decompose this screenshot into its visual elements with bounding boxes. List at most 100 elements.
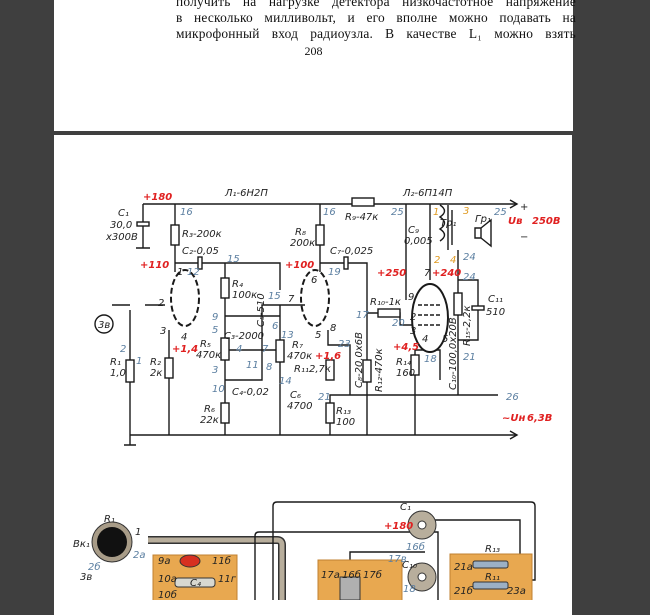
resistor-r9 [351, 197, 375, 207]
schematic-label: R₈ [295, 227, 306, 238]
schematic-label: R₁₁ [485, 572, 500, 583]
schematic-label: C₈-20,0x6В [354, 332, 365, 388]
schematic-label: 1 [135, 527, 141, 538]
resistor-r5 [220, 337, 230, 361]
resistor-r7 [275, 339, 285, 363]
schematic-label: 24 [463, 272, 476, 283]
speaker-icon [474, 218, 492, 248]
schematic-label: R₁₃ [485, 544, 500, 555]
schematic-label: 18 [403, 584, 416, 595]
schematic-label: Вк₁ [73, 539, 90, 550]
schematic-label: 17 [356, 310, 369, 321]
page-number: 208 [304, 44, 323, 58]
schematic-label: 23 [338, 339, 351, 350]
schematic-label: − [520, 232, 528, 243]
tube-l1b [300, 269, 330, 327]
schematic-label: 13 [281, 330, 294, 341]
schematic-label: R₆ [204, 404, 215, 415]
input-jack-icon [94, 314, 114, 334]
schematic-label: C₇-0,025 [330, 246, 373, 257]
schematic-label: +1,6 [315, 351, 341, 362]
schematic-label: C₁ [118, 208, 129, 219]
schematic-label: 470к [287, 351, 312, 362]
schematic-label: 25 [494, 207, 507, 218]
resistor-r2 [164, 357, 174, 379]
schematic-label: C₆ [290, 390, 301, 401]
resistor-r11 [325, 359, 335, 381]
schematic-label: 25 [391, 207, 404, 218]
schematic-label: 23а [507, 586, 526, 597]
schematic-label: R₁₃ [336, 406, 351, 417]
schematic-label: +100 [285, 260, 314, 271]
schematic-label: C₉ [408, 225, 419, 236]
resistor-r13-part [472, 560, 509, 569]
schematic-label: 11г [218, 574, 237, 585]
schematic-label: 7 [262, 344, 269, 355]
schematic-label: 2б [88, 561, 101, 573]
schematic-label: Тр₁ [440, 218, 456, 229]
schematic-label: 1 [177, 267, 183, 278]
schematic-label: 16 [180, 207, 193, 218]
schematic-label: 30,0 [110, 220, 132, 231]
schematic-label: 17б [363, 569, 382, 581]
schematic-label: 3 [463, 206, 469, 217]
schematic-label: 11б [212, 555, 231, 567]
schematic-label: 21 [463, 352, 476, 363]
schematic-label: 3 [160, 326, 166, 337]
schematic-label: 4 [236, 344, 242, 355]
schematic-label: 15 [268, 291, 281, 302]
schematic-label: R₁ [104, 514, 115, 525]
resistor-r4 [220, 277, 230, 299]
book-page-schematic [54, 135, 572, 615]
schematic-label: 100к [232, 290, 257, 301]
schematic-label: R₁₂-470к [374, 348, 385, 392]
text-line: в несколько милливольт, и его вполне мож… [176, 10, 576, 25]
schematic-label: 16б [342, 569, 361, 581]
schematic-label: 250В [532, 216, 561, 227]
schematic-label: 2а [133, 550, 146, 561]
schematic-components [94, 197, 492, 424]
schematic-label: R₅ [200, 339, 211, 350]
schematic-label: x300В [105, 232, 138, 243]
schematic-label: 510 [486, 307, 505, 318]
schematic-label: 18 [424, 354, 437, 365]
schematic-label: ~Uн [502, 413, 525, 424]
schematic-label: 22к [200, 415, 219, 426]
schematic-label: 26 [506, 392, 519, 403]
schematic-label: 21а [454, 562, 473, 573]
tube-l2 [411, 283, 449, 353]
schematic-label: Л₁-6Н2П [224, 188, 268, 199]
schematic-label: C₁₁ [488, 294, 503, 305]
schematic-label: C₁ [400, 502, 411, 513]
capacitor-c3-part [179, 554, 201, 568]
resistor-r13 [325, 402, 335, 424]
schematic-label: +240 [432, 268, 461, 279]
schematic-label: 0,005 [404, 236, 433, 247]
schematic-label: 3в [98, 320, 110, 331]
schematic-label: R₁₀-1к [370, 297, 401, 308]
text-line: микрофонный вход радиоузла. В качестве L… [176, 26, 576, 41]
schematic-label: R₁₅-2,2к [462, 305, 473, 346]
schematic-label: 9 [408, 292, 414, 303]
schematic-label: 10а [158, 574, 177, 585]
schematic-label: 21 [318, 392, 331, 403]
schematic-label: 24 [463, 252, 476, 263]
schematic-label: 17а [321, 570, 340, 581]
schematic-label: C₃-2000 [224, 331, 264, 342]
resistor-r15 [453, 292, 463, 316]
schematic-label: +180 [384, 521, 413, 532]
resistor-r12 [362, 359, 372, 383]
resistor-r8 [315, 224, 325, 246]
schematic-label: 3в [80, 572, 92, 583]
schematic-label: 16б [406, 541, 425, 553]
schematic-label: 12 [187, 267, 200, 278]
schematic-label: C₁₀-100,0x20В [448, 317, 459, 390]
schematic-label: C₄-0,02 [232, 387, 269, 398]
schematic-label: 4 [422, 334, 428, 345]
schematic-label: Uв [508, 216, 522, 227]
schematic-label: 4 [450, 255, 456, 266]
schematic-label: 4 [181, 332, 187, 343]
schematic-label: 5 [315, 330, 321, 341]
resistor-r11-part [472, 581, 509, 590]
tube-l1a [170, 269, 200, 327]
